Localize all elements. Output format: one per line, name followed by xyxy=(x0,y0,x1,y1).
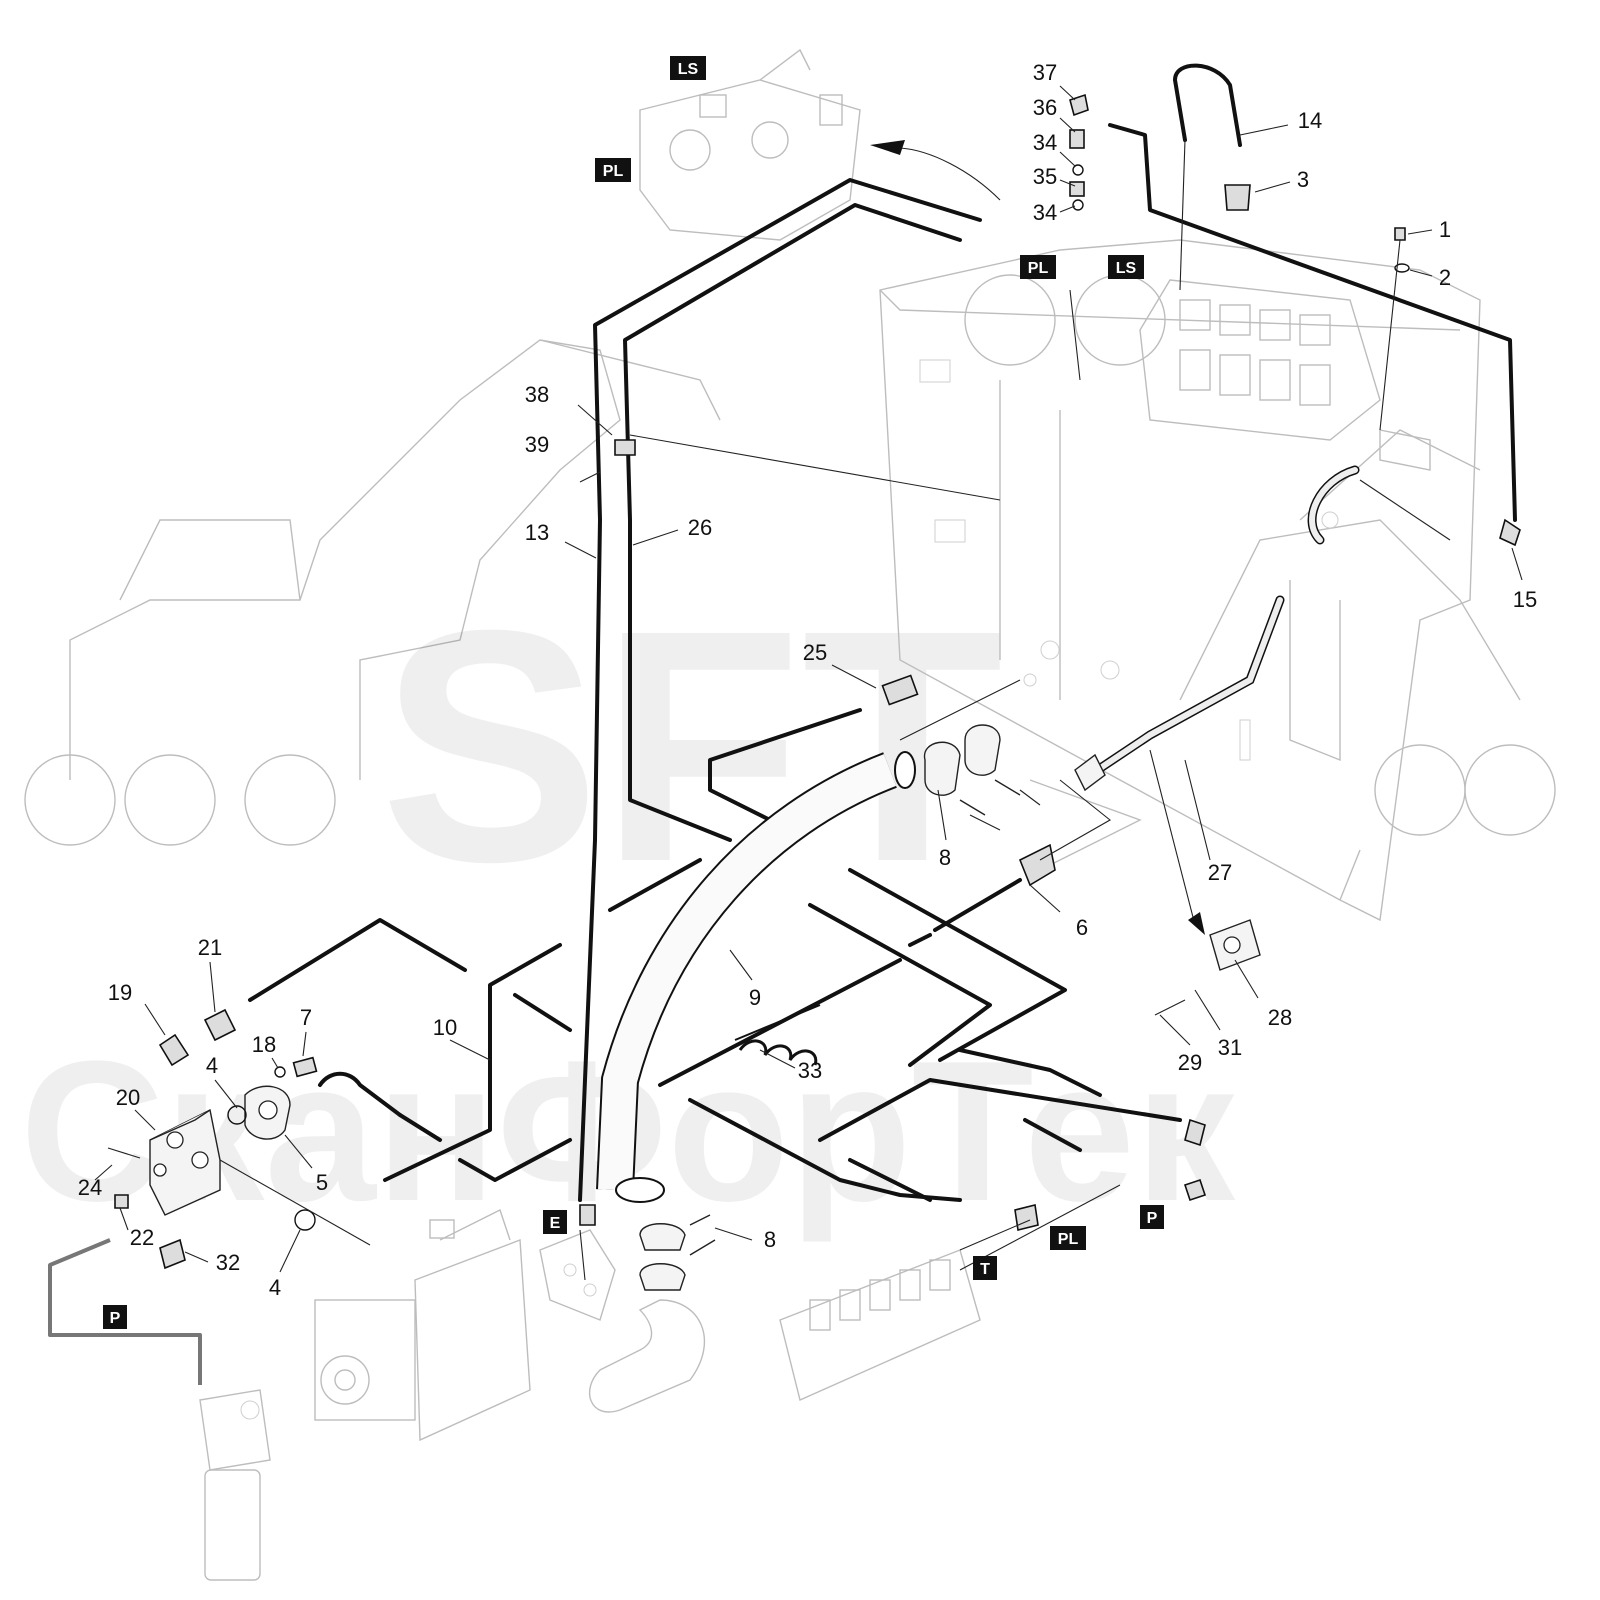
callout-33: 33 xyxy=(798,1058,822,1083)
tag-pl-top: PL xyxy=(595,158,631,182)
svg-text:LS: LS xyxy=(678,61,699,78)
pump-ghost xyxy=(314,1209,531,1442)
callout-14: 14 xyxy=(1298,108,1322,133)
callout-34b: 34 xyxy=(1033,200,1057,225)
callout-20: 20 xyxy=(116,1085,140,1110)
valve-block-20 xyxy=(149,1108,221,1216)
hose-10 xyxy=(248,858,702,1182)
callout-35: 35 xyxy=(1033,164,1057,189)
hose-lower-right xyxy=(688,868,1182,1202)
callout-6: 6 xyxy=(1076,915,1088,940)
callout-28: 28 xyxy=(1268,1005,1292,1030)
tag-e: E xyxy=(543,1210,567,1234)
callout-21: 21 xyxy=(198,935,222,960)
clamp-8-lower xyxy=(639,1214,716,1291)
callout-2: 2 xyxy=(1439,265,1451,290)
svg-text:LS: LS xyxy=(1116,260,1137,277)
callout-8b: 8 xyxy=(764,1227,776,1252)
svg-text:PL: PL xyxy=(603,163,624,180)
callout-3: 3 xyxy=(1297,167,1309,192)
flange-5 xyxy=(244,1085,291,1140)
watermark-brand: SFT xyxy=(380,561,1003,930)
suction-elbow-ghost xyxy=(589,1299,706,1413)
tag-p-left: P xyxy=(103,1305,127,1329)
svg-text:PL: PL xyxy=(1058,1231,1079,1248)
hose-p-left xyxy=(48,1238,202,1385)
callout-4b: 4 xyxy=(269,1275,281,1300)
callout-8a: 8 xyxy=(939,845,951,870)
tag-ls-top: LS xyxy=(670,56,706,80)
callout-34a: 34 xyxy=(1033,130,1057,155)
callout-numbers: 37 36 34 35 34 14 3 1 2 15 38 39 13 26 2… xyxy=(78,60,1537,1300)
svg-text:P: P xyxy=(110,1310,121,1327)
callout-9: 9 xyxy=(749,985,761,1010)
hose-26 xyxy=(623,203,962,842)
callout-29: 29 xyxy=(1178,1050,1202,1075)
label-tags: LS PL PL LS E T PL P xyxy=(103,56,1164,1329)
fitting-6 xyxy=(1018,843,1056,887)
frame-outline xyxy=(879,239,1481,922)
callout-leaders xyxy=(94,85,1523,1273)
tag-pl-bottom: PL xyxy=(1050,1226,1086,1250)
hose-15 xyxy=(1108,123,1517,522)
callout-36: 36 xyxy=(1033,95,1057,120)
watermark-forwarder-outline xyxy=(24,339,1556,846)
svg-text:T: T xyxy=(980,1261,990,1278)
tube-frame-right xyxy=(1307,465,1360,545)
svg-text:PL: PL xyxy=(1028,260,1049,277)
tag-t: T xyxy=(973,1256,997,1280)
tag-ls-mid: LS xyxy=(1108,255,1144,279)
manifold-block-ghost xyxy=(539,1229,616,1321)
callout-10: 10 xyxy=(433,1015,457,1040)
callout-1: 1 xyxy=(1439,217,1451,242)
callout-15: 15 xyxy=(1513,587,1537,612)
tube-27 xyxy=(1074,595,1285,792)
callout-13: 13 xyxy=(525,520,549,545)
callout-19: 19 xyxy=(108,980,132,1005)
top-valve-ghost xyxy=(639,48,861,241)
callout-18: 18 xyxy=(252,1032,276,1057)
callout-26: 26 xyxy=(688,515,712,540)
tag-p-right: P xyxy=(1140,1205,1164,1229)
callout-31: 31 xyxy=(1218,1035,1242,1060)
suction-hose-9 xyxy=(596,751,916,1203)
spiral-guard-33 xyxy=(734,1004,821,1066)
small-fittings xyxy=(114,93,1521,1270)
callout-27: 27 xyxy=(1208,860,1232,885)
fitting-25 xyxy=(881,674,919,706)
callout-39: 39 xyxy=(525,432,549,457)
callout-25: 25 xyxy=(803,640,827,665)
clamp-8-upper xyxy=(924,724,1021,816)
callout-24: 24 xyxy=(78,1175,102,1200)
callout-38: 38 xyxy=(525,382,549,407)
screws xyxy=(107,471,1186,1159)
callout-37: 37 xyxy=(1033,60,1057,85)
callout-32: 32 xyxy=(216,1250,240,1275)
callout-5: 5 xyxy=(316,1170,328,1195)
bracket-28 xyxy=(1209,919,1261,971)
filter-ghost xyxy=(199,1389,271,1581)
hose-6-run xyxy=(908,878,1022,947)
annotation-leaders xyxy=(219,139,1451,1281)
lower-valve-bank-ghost xyxy=(779,1249,981,1401)
tag-pl-mid: PL xyxy=(1020,255,1056,279)
svg-text:P: P xyxy=(1147,1210,1158,1227)
main-valve-block-ghost xyxy=(1139,279,1381,441)
callout-4a: 4 xyxy=(206,1053,218,1078)
callout-7: 7 xyxy=(300,1005,312,1030)
svg-text:E: E xyxy=(550,1215,561,1232)
hose-7-elbow xyxy=(318,1071,442,1142)
hose-25-run xyxy=(708,708,862,827)
hose-14 xyxy=(1173,63,1242,147)
callout-22: 22 xyxy=(130,1225,154,1250)
